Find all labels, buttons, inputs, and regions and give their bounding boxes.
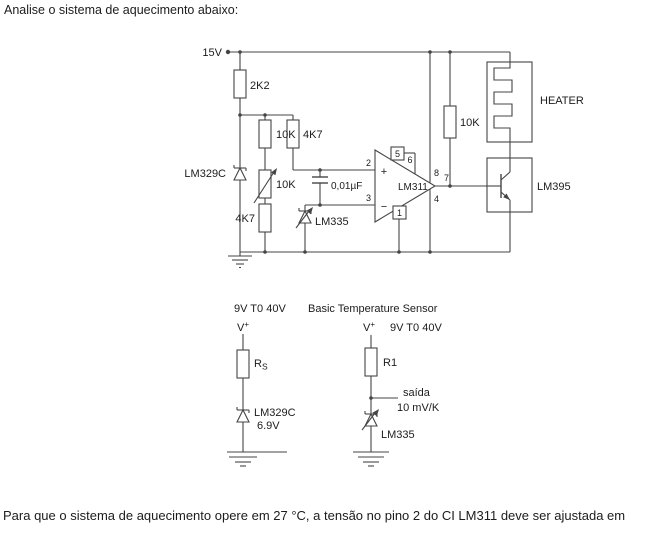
resistor-2k2-label: 2K2 [250,80,270,92]
sensor-lm335-label: LM335 [315,216,349,228]
reference-subcircuit: 9V T0 40V V+ RS LM329C 6.9V [227,303,296,467]
sensor-subcircuit-title: Basic Temperature Sensor [308,303,438,315]
output-value-label: 10 mV/K [397,402,440,414]
resistor-r1 [364,347,378,377]
potentiometer-10k [253,168,277,204]
resistor-r1-label: R1 [383,357,397,369]
junction-dots [225,49,452,400]
resistor-rs-label: RS [254,358,268,372]
potentiometer-label: 10K [276,179,296,191]
pin5-box [390,146,405,161]
pin4-label: 4 [434,194,439,204]
sensor-lm335-main [295,207,313,229]
comparator-label: LM311 [398,182,428,193]
capacitor-label: 0,01µF [331,181,362,192]
resistor-2k2 [233,69,247,99]
main-circuit-wires [228,51,511,269]
pin3-label: 3 [366,193,371,203]
ground-symbol-sensor [353,451,389,467]
sensor-range-label: 9V T0 40V [390,322,442,334]
sensor-vplus-label: V+ [363,320,375,334]
plus-input-sign: + [381,166,387,178]
zener-lm329c-ref [236,407,250,423]
pin2-label: 2 [366,158,371,168]
heater-label: HEATER [540,95,584,107]
question-text: Para que o sistema de aquecimento opere … [3,508,626,523]
transistor-lm395 [486,157,533,213]
pin7-label: 7 [444,173,449,183]
supply-label: 15V [202,47,222,59]
zener-lm329c-label: LM329C [184,168,226,180]
ref-vplus-label: V+ [237,320,249,334]
output-label: saída [403,387,431,399]
resistor-4k7-top-label: 4K7 [303,129,323,141]
intro-text: Analise o sistema de aquecimento abaixo: [4,3,239,17]
ref-zener-label: LM329C [254,407,296,419]
resistor-4k7-bottom [258,203,272,233]
ref-range-label: 9V T0 40V [234,303,286,315]
resistor-10k-top-label: 10K [276,129,296,141]
zener-lm329c-main [233,165,247,181]
pin6-label: 6 [407,155,412,165]
pin1-label: 1 [397,208,402,218]
transistor-lm395-label: LM395 [537,181,571,193]
resistor-10k-top [258,119,272,149]
heater-element [486,61,533,143]
comparator-lm311 [374,146,437,223]
ref-voltage-label: 6.9V [257,420,280,432]
ground-symbol-ref [227,451,287,467]
minus-input-sign: − [381,201,387,213]
sensor-subcircuit: Basic Temperature Sensor V+ 9V T0 40V R1… [308,303,442,467]
resistor-4k7-top [286,119,300,149]
pullup-resistor-label: 10K [460,117,480,129]
resistor-rs [236,349,250,379]
pin1-box [392,205,407,220]
resistor-4k7-bottom-label: 4K7 [235,213,255,225]
pin8-label: 8 [434,168,439,178]
sensor-lm335-label: LM335 [381,429,415,441]
ground-symbol-main [228,252,252,269]
resistor-10k-pullup [443,105,457,139]
pin5-label: 5 [395,149,400,159]
